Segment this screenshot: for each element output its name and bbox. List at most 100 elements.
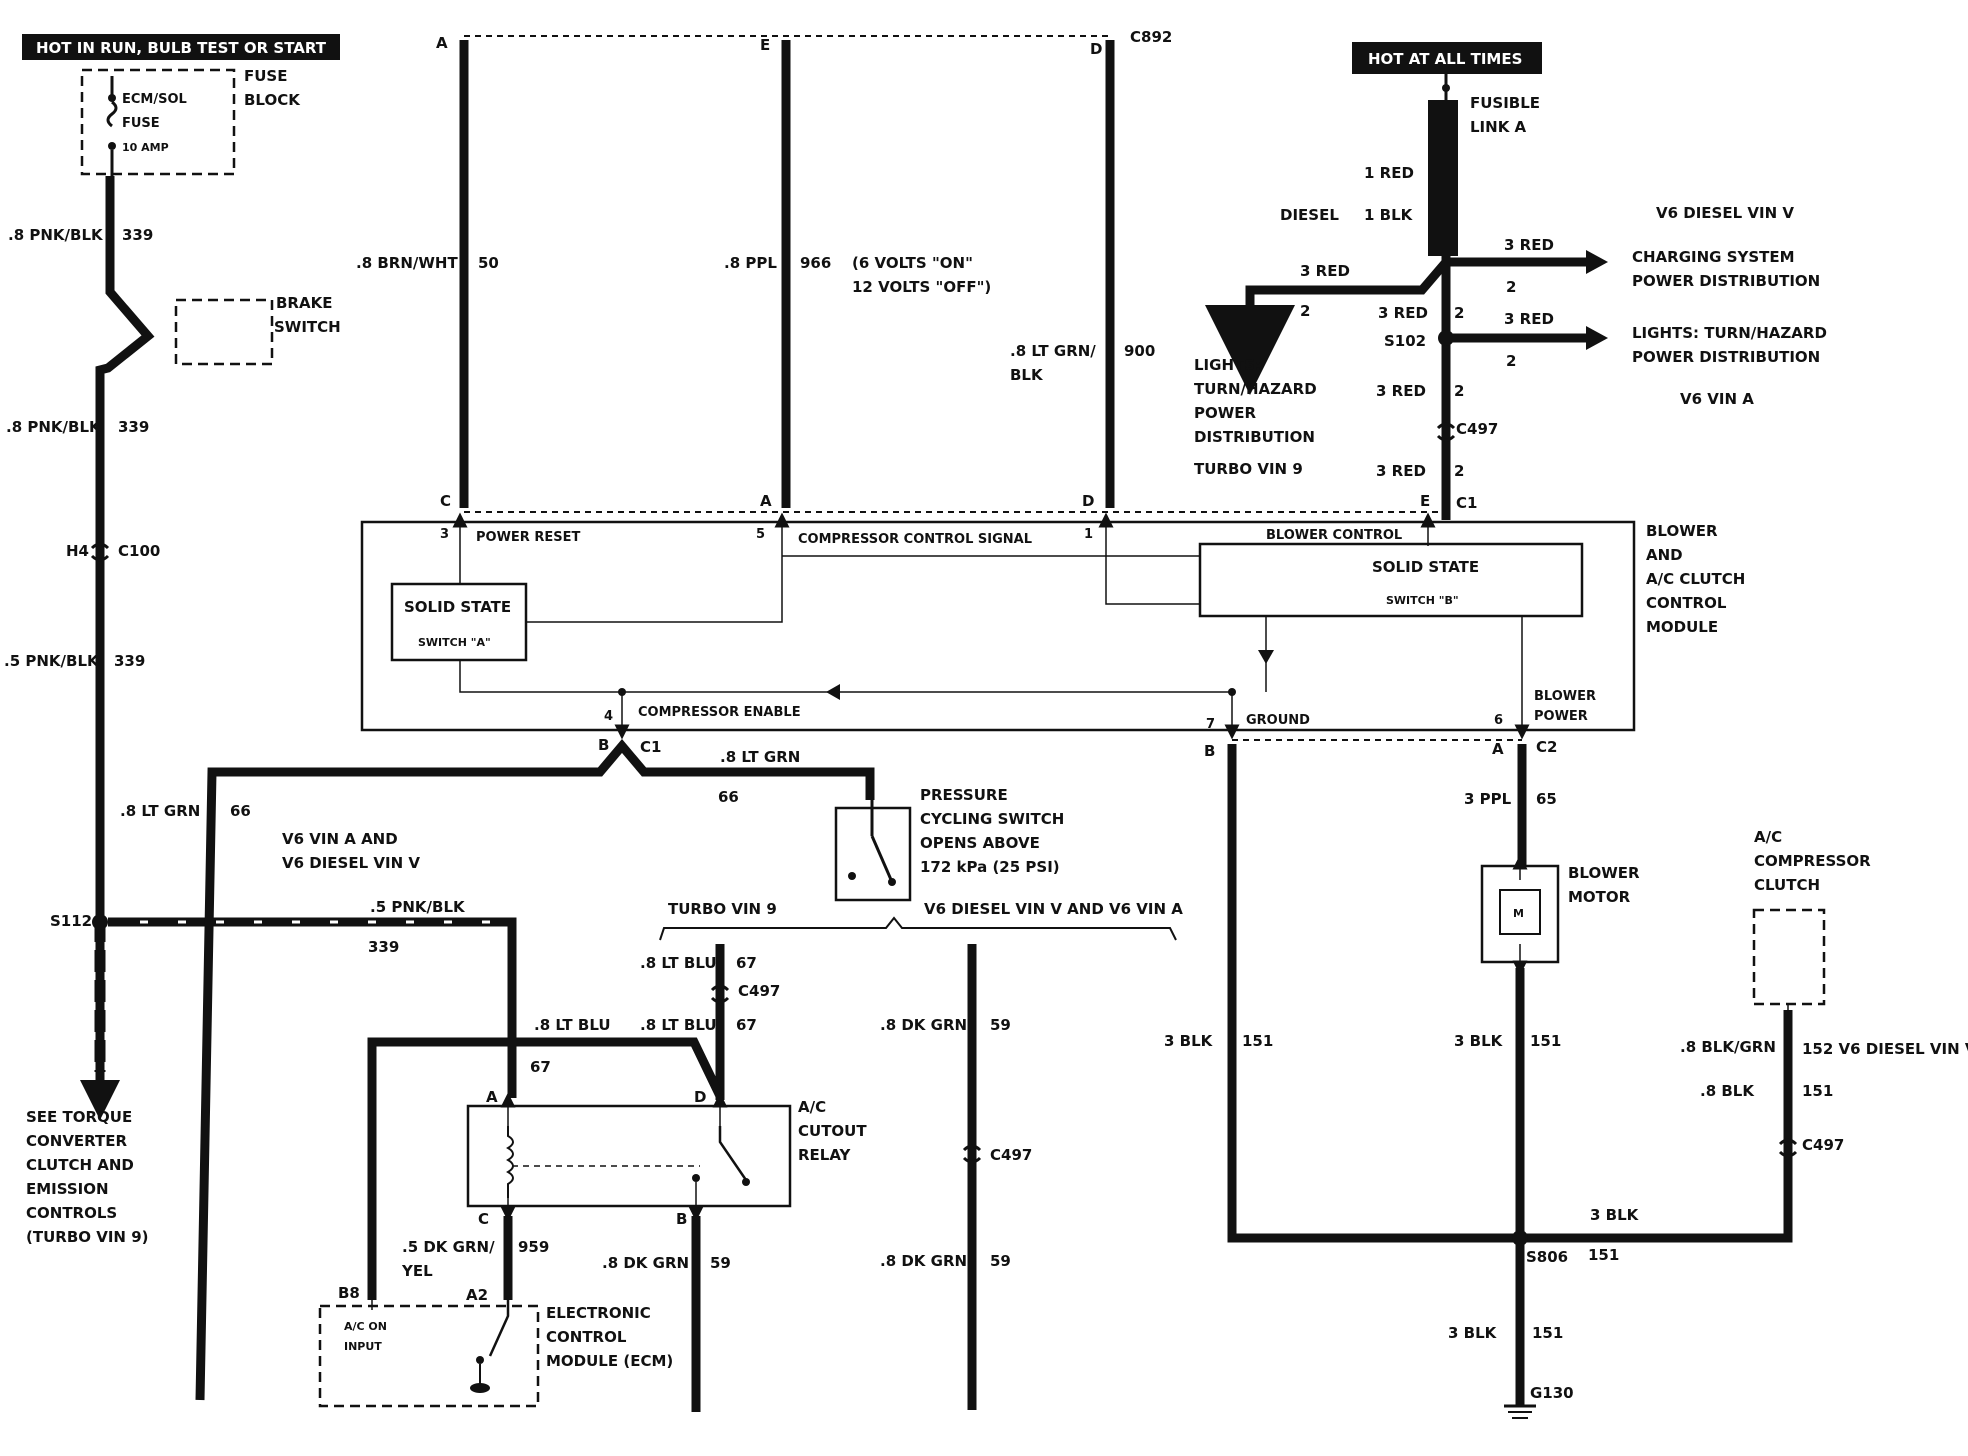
svg-text:BLOWER: BLOWER (1646, 522, 1718, 540)
svg-text:HOT AT ALL TIMES: HOT AT ALL TIMES (1368, 50, 1522, 68)
svg-text:C100: C100 (118, 542, 160, 560)
svg-text:67: 67 (530, 1058, 551, 1076)
svg-text:TURN/HAZARD: TURN/HAZARD (1194, 380, 1317, 398)
svg-text:59: 59 (990, 1016, 1011, 1034)
svg-text:67: 67 (736, 1016, 757, 1034)
svg-text:151: 151 (1530, 1032, 1561, 1050)
wire-959: .5 DK GRN/ YEL 959 (401, 1216, 549, 1300)
svg-text:A/C: A/C (1754, 828, 1782, 846)
svg-text:.5 PNK/BLK: .5 PNK/BLK (370, 898, 466, 916)
fuse-type: FUSE (122, 116, 160, 131)
ac-cutout-relay: A D C B A/C CUTOUT RELAY (466, 1088, 867, 1228)
svg-text:S806: S806 (1526, 1248, 1568, 1266)
svg-text:.5 PNK/BLK: .5 PNK/BLK (4, 652, 100, 670)
svg-text:G130: G130 (1530, 1384, 1574, 1402)
svg-text:BLK: BLK (1010, 366, 1044, 384)
svg-text:LIGHTS: TURN/HAZARD: LIGHTS: TURN/HAZARD (1632, 324, 1827, 342)
svg-text:A2: A2 (466, 1286, 488, 1304)
svg-text:CONTROL: CONTROL (1646, 594, 1727, 612)
svg-text:C2: C2 (1536, 738, 1557, 756)
svg-text:INPUT: INPUT (344, 1340, 382, 1353)
svg-text:.8 LT GRN: .8 LT GRN (120, 802, 200, 820)
svg-text:3 RED: 3 RED (1376, 382, 1426, 400)
svg-text:966: 966 (800, 254, 831, 272)
svg-text:FUSIBLE: FUSIBLE (1470, 94, 1540, 112)
svg-text:.8 LT BLU: .8 LT BLU (640, 954, 717, 972)
svg-text:SWITCH "A": SWITCH "A" (418, 636, 491, 649)
svg-text:B8: B8 (338, 1284, 360, 1302)
svg-text:152 V6 DIESEL VIN V: 152 V6 DIESEL VIN V (1802, 1040, 1968, 1058)
svg-text:D: D (1090, 40, 1102, 58)
svg-text:5: 5 (756, 527, 765, 542)
svg-text:ELECTRONIC: ELECTRONIC (546, 1304, 651, 1322)
svg-text:A/C: A/C (798, 1098, 826, 1116)
fuse-name: ECM/SOL (122, 92, 187, 107)
svg-text:POWER: POWER (1194, 404, 1257, 422)
svg-text:A/C ON: A/C ON (344, 1320, 387, 1333)
svg-text:TURBO VIN 9: TURBO VIN 9 (668, 900, 777, 918)
svg-text:BLOWER CONTROL: BLOWER CONTROL (1266, 528, 1402, 543)
svg-text:COMPRESSOR: COMPRESSOR (1754, 852, 1871, 870)
svg-text:H4: H4 (66, 542, 89, 560)
svg-text:E: E (760, 36, 770, 54)
svg-text:DIESEL: DIESEL (1280, 206, 1339, 224)
svg-text:339: 339 (368, 938, 399, 956)
wire-966: .8 PPL 966 (6 VOLTS "ON" 12 VOLTS "OFF")… (724, 40, 991, 510)
svg-text:339: 339 (122, 226, 153, 244)
wire-900: .8 LT GRN/ BLK 900 D (1010, 40, 1155, 510)
svg-text:3 RED: 3 RED (1300, 262, 1350, 280)
svg-text:V6 VIN A AND: V6 VIN A AND (282, 830, 398, 848)
svg-text:SOLID STATE: SOLID STATE (404, 598, 511, 616)
svg-text:67: 67 (736, 954, 757, 972)
svg-text:.8 LT BLU: .8 LT BLU (640, 1016, 717, 1034)
svg-text:339: 339 (118, 418, 149, 436)
fuse-rating: 10 AMP (122, 141, 169, 154)
svg-text:BLOWER: BLOWER (1568, 864, 1640, 882)
svg-text:TURBO VIN 9: TURBO VIN 9 (1194, 460, 1303, 478)
svg-text:.8 DK GRN: .8 DK GRN (880, 1252, 967, 1270)
svg-text:C: C (440, 492, 451, 510)
svg-text:66: 66 (230, 802, 251, 820)
svg-text:A: A (760, 492, 772, 510)
svg-text:900: 900 (1124, 342, 1155, 360)
svg-text:A: A (1492, 740, 1504, 758)
svg-text:POWER DISTRIBUTION: POWER DISTRIBUTION (1632, 348, 1820, 366)
svg-text:7: 7 (1206, 717, 1215, 732)
svg-text:C1: C1 (1456, 494, 1477, 512)
brake-switch: BRAKE SWITCH (174, 294, 341, 366)
svg-text:LINK A: LINK A (1470, 118, 1527, 136)
svg-text:V6 DIESEL VIN V: V6 DIESEL VIN V (282, 854, 420, 872)
svg-text:D: D (1082, 492, 1094, 510)
see-torque-note: SEE TORQUE CONVERTER CLUTCH AND EMISSION… (26, 1108, 148, 1246)
svg-text:CUTOUT: CUTOUT (798, 1122, 867, 1140)
svg-text:.8 BLK/GRN: .8 BLK/GRN (1680, 1038, 1776, 1056)
svg-text:SOLID STATE: SOLID STATE (1372, 558, 1479, 576)
svg-text:1: 1 (1084, 527, 1093, 542)
svg-text:151: 151 (1588, 1246, 1619, 1264)
svg-text:POWER RESET: POWER RESET (476, 530, 580, 545)
svg-text:CONTROL: CONTROL (546, 1328, 627, 1346)
svg-text:YEL: YEL (401, 1262, 433, 1280)
svg-text:1 RED: 1 RED (1364, 164, 1414, 182)
svg-text:HOT IN RUN, BULB TEST OR START: HOT IN RUN, BULB TEST OR START (36, 39, 327, 57)
svg-text:B: B (676, 1210, 687, 1228)
svg-text:.8 LT BLU: .8 LT BLU (534, 1016, 611, 1034)
svg-text:LIGHTS:: LIGHTS: (1194, 356, 1261, 374)
compressor-clutch: A/C COMPRESSOR CLUTCH .8 BLK/GRN 152 V6 … (1680, 828, 1968, 1158)
svg-text:172 kPa (25 PSI): 172 kPa (25 PSI) (920, 858, 1060, 876)
svg-text:(TURBO VIN 9): (TURBO VIN 9) (26, 1228, 148, 1246)
svg-text:B: B (598, 736, 609, 754)
svg-text:959: 959 (518, 1238, 549, 1256)
svg-text:E: E (1420, 492, 1430, 510)
svg-text:RELAY: RELAY (798, 1146, 852, 1164)
svg-text:PRESSURE: PRESSURE (920, 786, 1008, 804)
svg-text:.8 PNK/BLK: .8 PNK/BLK (8, 226, 104, 244)
svg-text:151: 151 (1532, 1324, 1563, 1342)
svg-text:(6 VOLTS "ON": (6 VOLTS "ON" (852, 254, 973, 272)
svg-text:.8 LT GRN: .8 LT GRN (720, 748, 800, 766)
svg-text:2: 2 (1506, 278, 1516, 296)
svg-text:3 BLK: 3 BLK (1590, 1206, 1640, 1224)
svg-text:151: 151 (1802, 1082, 1833, 1100)
svg-text:C892: C892 (1130, 28, 1172, 46)
svg-text:B: B (1204, 742, 1215, 760)
